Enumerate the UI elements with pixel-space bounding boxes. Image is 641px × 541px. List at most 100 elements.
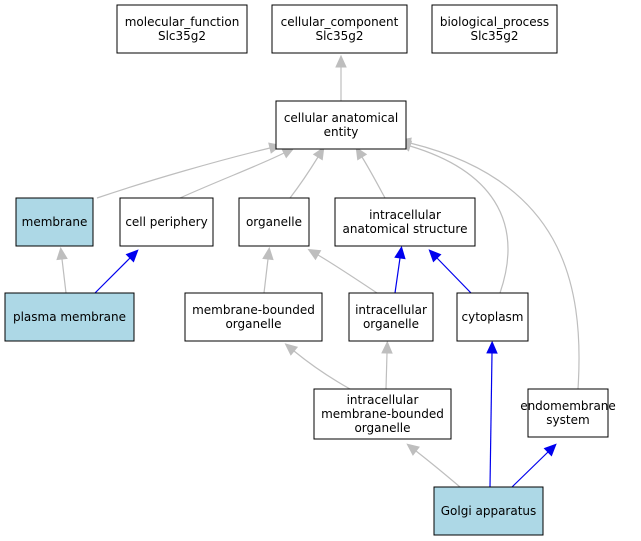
edge-golgi_apparatus-to-endomembrane_system <box>511 443 557 488</box>
node-box <box>431 4 558 54</box>
edge-intracellular_organelle-to-organelle <box>307 248 378 294</box>
edge-cell_periphery-to-cellular_anatomical_entity <box>179 147 295 199</box>
node-box <box>456 292 529 342</box>
node-box <box>348 292 434 342</box>
node-box <box>4 292 135 342</box>
node-label: cytoplasm <box>462 310 524 324</box>
node-plasma-membrane[interactable]: plasma membrane <box>4 292 135 342</box>
node-label: molecular_function <box>125 15 240 29</box>
edge-line <box>409 142 580 390</box>
node-label: organelle <box>225 317 281 331</box>
edge-line <box>94 257 131 294</box>
node-label: intracellular <box>347 393 419 407</box>
nodes-layer: molecular_functionSlc35g2cellular_compon… <box>4 4 616 536</box>
node-membrane[interactable]: membrane <box>15 197 94 247</box>
node-cytoplasm[interactable]: cytoplasm <box>456 292 529 342</box>
node-label: membrane <box>22 215 88 229</box>
edge-arrowhead <box>486 340 498 354</box>
edge-golgi_apparatus-to-intracellular_membrane_bounded_organelle <box>406 443 461 488</box>
node-label: biological_process <box>440 15 549 29</box>
edge-line <box>489 352 493 488</box>
edge-arrowhead <box>307 248 322 261</box>
edges-layer <box>56 54 580 488</box>
edge-line <box>385 352 388 390</box>
edge-plasma_membrane-to-membrane <box>56 246 68 294</box>
edge-line <box>317 254 378 294</box>
edge-line <box>96 147 271 199</box>
edge-golgi_apparatus-to-cytoplasm <box>486 340 498 488</box>
edge-membrane_bounded_organelle-to-organelle <box>262 246 274 294</box>
edge-plasma_membrane-to-cell_periphery <box>94 249 139 294</box>
node-box <box>184 292 323 342</box>
edge-line <box>293 350 351 390</box>
edge-arrowhead <box>335 54 347 68</box>
node-label: intracellular <box>369 208 441 222</box>
node-label: organelle <box>354 421 410 435</box>
node-label: anatomical structure <box>343 222 468 236</box>
edge-arrowhead <box>406 443 420 456</box>
node-label: Slc35g2 <box>158 29 206 43</box>
node-label: organelle <box>246 215 302 229</box>
node-label: membrane-bounded <box>321 407 444 421</box>
node-box <box>271 4 408 54</box>
node-label: Slc35g2 <box>315 29 363 43</box>
node-label: entity <box>324 125 359 139</box>
node-organelle[interactable]: organelle <box>238 197 310 247</box>
node-box <box>275 100 407 150</box>
node-label: system <box>546 413 589 427</box>
edge-arrowhead <box>312 146 325 161</box>
node-label: Golgi apparatus <box>441 504 537 518</box>
node-label: cellular anatomical <box>284 111 398 125</box>
node-box <box>119 197 214 247</box>
edge-line <box>511 451 549 488</box>
node-box <box>334 197 476 247</box>
edge-line <box>61 258 67 294</box>
edge-intracellular_anatomical_structure-to-cellular_anatomical_entity <box>355 146 386 199</box>
node-box <box>238 197 310 247</box>
node-label: plasma membrane <box>13 310 126 324</box>
edge-intracellular_membrane_bounded_organelle-to-intracellular_organelle <box>381 340 393 390</box>
node-box <box>433 486 544 536</box>
node-label: cell periphery <box>125 215 207 229</box>
edge-arrowhead <box>262 246 274 261</box>
node-box <box>527 388 609 438</box>
edge-line <box>409 145 509 294</box>
edge-line <box>436 257 472 294</box>
edge-organelle-to-cellular_anatomical_entity <box>289 146 325 199</box>
edge-line <box>415 450 461 488</box>
edge-line <box>179 152 285 199</box>
edge-arrowhead <box>355 146 368 161</box>
node-label: membrane-bounded <box>192 303 315 317</box>
edge-line <box>361 156 386 199</box>
edge-cellular_anatomical_entity-to-cellular_component <box>335 54 347 101</box>
node-label: organelle <box>363 317 419 331</box>
edge-intracellular_organelle-to-intracellular_anatomical_structure <box>394 245 406 294</box>
edge-line <box>263 258 269 294</box>
edge-membrane-to-cellular_anatomical_entity <box>96 142 282 199</box>
node-golgi-apparatus[interactable]: Golgi apparatus <box>433 486 544 536</box>
edge-line <box>289 156 319 199</box>
node-label: cellular_component <box>281 15 399 29</box>
edge-arrowhead <box>428 249 442 263</box>
node-box <box>116 4 248 54</box>
edge-arrowhead <box>56 246 68 261</box>
node-cell-periphery[interactable]: cell periphery <box>119 197 214 247</box>
edge-cytoplasm-to-intracellular_anatomical_structure <box>428 249 472 294</box>
node-label: Slc35g2 <box>470 29 518 43</box>
edge-arrowhead <box>394 245 406 260</box>
node-box <box>313 388 452 440</box>
edge-intracellular_membrane_bounded_organelle-to-membrane_bounded_organelle <box>284 343 351 390</box>
node-box <box>15 197 94 247</box>
edge-arrowhead <box>381 340 393 354</box>
edge-arrowhead <box>543 443 557 457</box>
edge-line <box>394 257 401 294</box>
